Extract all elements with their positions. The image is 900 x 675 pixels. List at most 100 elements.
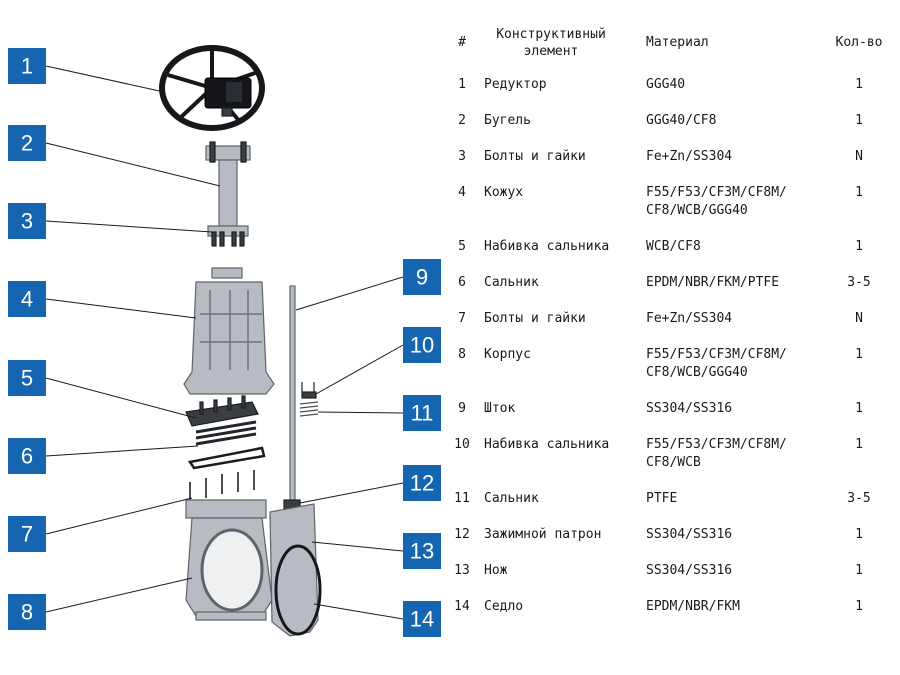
svg-text:12: 12: [410, 471, 434, 496]
bonnet-body: [183, 281, 275, 395]
header-material: Материал: [646, 35, 709, 50]
header-num: #: [458, 35, 466, 50]
row-10-element: Набивка сальника: [484, 437, 610, 452]
callout-6: 6: [8, 438, 46, 474]
row-9-qty: 1: [855, 401, 863, 416]
yoke-column: [218, 159, 238, 227]
row-7-element: Болты и гайки: [484, 311, 586, 326]
svg-text:11: 11: [411, 401, 434, 426]
part-gland-packing: [185, 395, 259, 427]
callout-11: 11: [403, 395, 441, 431]
callout-9: 9: [403, 259, 441, 295]
part-bonnet: [183, 267, 275, 395]
valve-bore: [200, 528, 264, 612]
row-12-qty: 1: [855, 527, 863, 542]
header-element: Конструктивный элемент: [496, 27, 606, 59]
row-8-material-line-1: F55/F53/CF3M/CF8M/: [646, 347, 787, 362]
row-3-qty: N: [855, 149, 863, 164]
leader-lines: [45, 65, 404, 620]
svg-text:4: 4: [21, 287, 33, 312]
row-14-qty: 1: [855, 599, 863, 614]
row-4-element: Кожух: [484, 185, 524, 200]
svg-text:5: 5: [21, 366, 33, 391]
row-4-material-line-2: CF8/WCB/GGG40: [646, 203, 748, 218]
svg-text:8: 8: [21, 600, 33, 625]
row-1-qty: 1: [855, 77, 863, 92]
part-bolts-body: [189, 470, 255, 500]
svg-text:10: 10: [410, 333, 434, 358]
row-13-num: 13: [454, 563, 470, 578]
row-10-qty: 1: [855, 437, 863, 452]
knife-blade: [269, 503, 319, 637]
stem-rod: [289, 285, 296, 505]
row-2-num: 2: [458, 113, 466, 128]
svg-text:3: 3: [21, 209, 33, 234]
row-12-num: 12: [454, 527, 470, 542]
row-1-material-line-1: GGG40: [646, 77, 686, 92]
row-6-material-line-1: EPDM/NBR/FKM/PTFE: [646, 275, 780, 290]
row-10-material-line-2: CF8/WCB: [646, 455, 701, 470]
row-6-num: 6: [458, 275, 466, 290]
row-10-num: 10: [454, 437, 470, 452]
row-6-qty: 3-5: [847, 275, 871, 290]
callout-7: 7: [8, 516, 46, 552]
callout-12: 12: [403, 465, 441, 501]
row-2-material-line-1: GGG40/CF8: [646, 113, 717, 128]
part-handwheel-gearbox: [159, 45, 265, 131]
callout-14: 14: [403, 601, 441, 637]
row-8-material-line-2: CF8/WCB/GGG40: [646, 365, 748, 380]
row-4-num: 4: [458, 185, 466, 200]
svg-text:6: 6: [21, 444, 33, 469]
row-2-qty: 1: [855, 113, 863, 128]
svg-text:14: 14: [410, 607, 434, 632]
svg-text:13: 13: [410, 539, 434, 564]
callout-13: 13: [403, 533, 441, 569]
callout-10: 10: [403, 327, 441, 363]
header-qty: Кол-во: [835, 35, 883, 50]
row-4-material-line-1: F55/F53/CF3M/CF8M/: [646, 185, 787, 200]
callout-1: 1: [8, 48, 46, 84]
part-yoke: [205, 141, 251, 237]
row-3-num: 3: [458, 149, 466, 164]
callout-3: 3: [8, 203, 46, 239]
row-8-element: Корпус: [484, 347, 531, 362]
callout-4: 4: [8, 281, 46, 317]
row-6-element: Сальник: [484, 275, 539, 290]
row-11-qty: 3-5: [847, 491, 871, 506]
row-5-num: 5: [458, 239, 466, 254]
part-seal-rings: [187, 420, 266, 470]
row-8-qty: 1: [855, 347, 863, 362]
row-5-element: Набивка сальника: [484, 239, 610, 254]
part-seat-ring: [274, 544, 322, 636]
handwheel-rim: [159, 45, 265, 131]
row-4-qty: 1: [855, 185, 863, 200]
svg-text:2: 2: [21, 131, 33, 156]
row-5-qty: 1: [855, 239, 863, 254]
row-3-element: Болты и гайки: [484, 149, 586, 164]
row-9-num: 9: [458, 401, 466, 416]
row-7-material-line-1: Fe+Zn/SS304: [646, 311, 733, 326]
row-5-material-line-1: WCB/CF8: [646, 239, 701, 254]
part-small-seal: [299, 401, 319, 417]
row-12-material-line-1: SS304/SS316: [646, 527, 733, 542]
row-14-element: Седло: [484, 599, 524, 614]
row-7-num: 7: [458, 311, 466, 326]
row-11-num: 11: [454, 491, 470, 506]
svg-text:9: 9: [416, 265, 428, 290]
row-7-qty: N: [855, 311, 863, 326]
row-10-material-line-1: F55/F53/CF3M/CF8M/: [646, 437, 787, 452]
row-9-material-line-1: SS304/SS316: [646, 401, 733, 416]
part-knife-gate: [269, 503, 319, 637]
row-1-num: 1: [458, 77, 466, 92]
part-small-packing: [301, 382, 317, 399]
callout-5: 5: [8, 360, 46, 396]
svg-text:7: 7: [21, 522, 33, 547]
row-14-material-line-1: EPDM/NBR/FKM: [646, 599, 740, 614]
row-3-material-line-1: Fe+Zn/SS304: [646, 149, 733, 164]
row-13-qty: 1: [855, 563, 863, 578]
row-2-element: Бугель: [484, 113, 531, 128]
row-1-element: Редуктор: [484, 77, 547, 92]
part-bolts-top: [211, 231, 245, 247]
row-12-element: Зажимной патрон: [484, 527, 602, 542]
